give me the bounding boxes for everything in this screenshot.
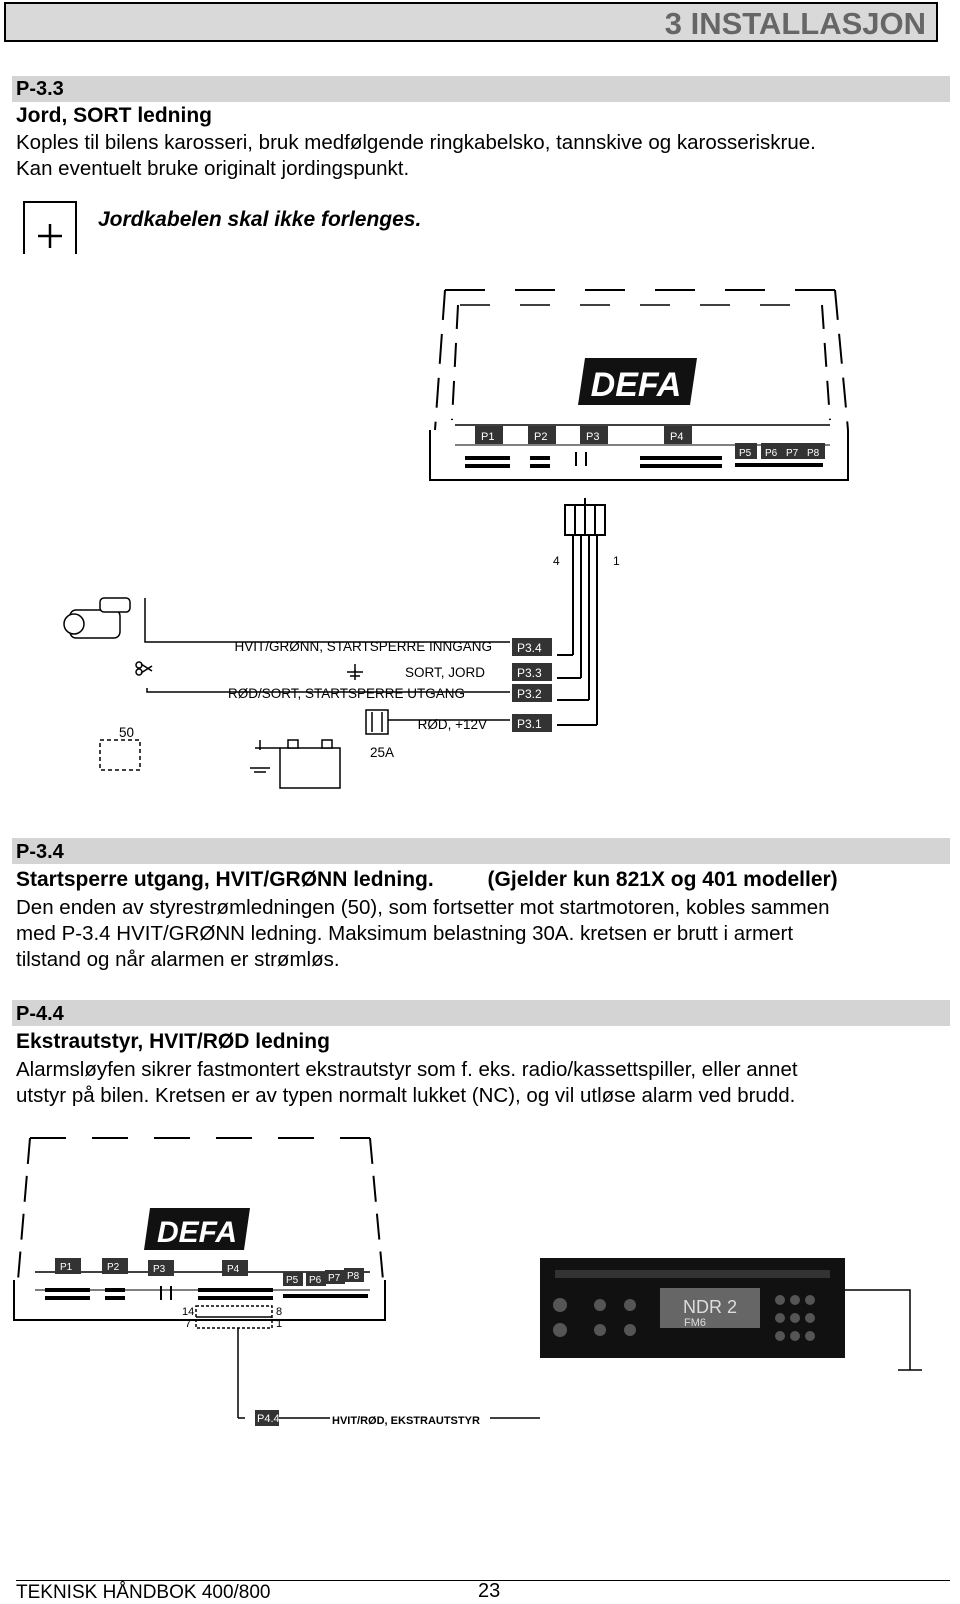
logo-text: DEFA [591,366,682,404]
wire-label: HVIT/RØD, EKSTRAUTSTYR [332,1415,480,1427]
text-line: Den enden av styrestrømledningen (50), s… [16,896,830,919]
heading-main: Startsperre utgang, HVIT/GRØNN ledning. [16,868,434,891]
port-label: P4 [670,431,683,443]
connector-label: 1 [276,1318,282,1330]
starter-label: 50 [119,725,134,740]
text-line: Kan eventuelt bruke originalt jordingspu… [16,157,410,180]
port-label: P4 [227,1264,240,1275]
section-bar [12,1000,950,1026]
section-heading: Ekstrautstyr, HVIT/RØD ledning [16,1030,330,1053]
ground-symbol [347,664,363,677]
section-text: Den enden av styrestrømledningen (50), s… [16,895,946,973]
heading-suffix: (Gjelder kun 821X og 401 modeller) [487,868,838,891]
port-label: P6 [309,1275,322,1286]
connector-label: 14 [182,1306,194,1318]
fuse-label: 25A [370,745,394,760]
radio-display: NDR 2 [683,1297,737,1317]
wire-plug [557,498,606,726]
pin-label: 4 [553,554,560,568]
pin-box: P3.3 [517,666,542,680]
pin-box: P3.4 [517,641,542,655]
connector-label: 8 [276,1306,282,1318]
text-line: Alarmsløyfen sikrer fastmontert ekstraut… [16,1058,798,1081]
pin-label: 1 [613,554,620,568]
section-heading: Jord, SORT ledning [16,104,213,127]
text-line: Koples til bilens karosseri, bruk medføl… [16,131,816,154]
radio-unit: NDR 2 FM6 [540,1258,845,1358]
footer-line [16,1580,950,1581]
port-label: P8 [807,448,820,459]
wiring-diagram-ekstrautstyr: DEFA P1 P2 P3 P4 P5 P6 P7 P8 14 7 8 [13,1137,922,1427]
connector-label: 7 [185,1318,191,1330]
section-id: P-3.3 [16,78,64,100]
pin-box: P3.1 [517,717,542,731]
port-label: P1 [481,431,494,443]
pin-box: P4.4 [257,1413,280,1425]
connector-pins [465,452,823,468]
footer-title: TEKNISK HÅNDBOK 400/800 [16,1582,271,1603]
scissors-icon [135,661,153,676]
section-id: P-3.4 [16,841,64,863]
port-label: P7 [328,1273,341,1284]
text-line: med P-3.4 HVIT/GRØNN ledning. Maksimum b… [16,922,794,945]
fuse-icon [365,709,389,735]
port-labels [475,426,825,459]
defa-logo: DEFA [144,1208,250,1250]
port-label: P5 [739,448,752,459]
port-label: P5 [286,1275,299,1286]
note-icon [22,200,78,256]
port-label: P6 [765,448,778,459]
wire-label: SORT, JORD [405,665,485,680]
wire-label: RØD/SORT, STARTSPERRE UTGANG [228,686,465,701]
section-heading: Startsperre utgang, HVIT/GRØNN ledning. … [16,868,838,892]
defa-logo: DEFA [578,358,697,405]
battery-icon [250,739,341,789]
ignition-icon [99,739,141,771]
logo-text: DEFA [157,1216,237,1249]
port-label: P7 [786,448,799,459]
text-line: utstyr på bilen. Kretsen er av typen nor… [16,1084,796,1107]
section-bar [12,76,950,102]
port-label: P3 [153,1264,166,1275]
port-label: P1 [60,1262,73,1273]
connector-pins [45,1286,368,1300]
section-bar [12,838,950,864]
port-label: P3 [586,431,599,443]
port-label: P2 [107,1262,120,1273]
section-text: Alarmsløyfen sikrer fastmontert ekstraut… [16,1057,946,1109]
port-label: P8 [347,1271,360,1282]
radio-display-sub: FM6 [684,1317,706,1329]
warning-note: Jordkabelen skal ikke forlenges. [98,208,422,231]
wire-label: RØD, +12V [418,717,487,732]
pin-box: P3.2 [517,687,542,701]
chapter-title: 3 INSTALLASJON [664,6,926,41]
port-label: P2 [534,431,547,443]
connector-14pin [195,1305,273,1419]
chapter-header: 3 INSTALLASJON [4,2,938,42]
starter-motor-icon [63,597,131,639]
section-id: P-4.4 [16,1003,64,1025]
wiring-diagram-startsperre: DEFA P1 P2 P3 P4 P5 P6 P7 P8 [63,289,849,789]
pin-box-bg [255,1410,279,1426]
section-text: Koples til bilens karosseri, bruk medføl… [16,130,946,182]
wire-label: HVIT/GRØNN, STARTSPERRE INNGANG [234,639,492,654]
page-number: 23 [478,1580,501,1602]
text-line: tilstand og når alarmen er strømløs. [16,948,340,971]
